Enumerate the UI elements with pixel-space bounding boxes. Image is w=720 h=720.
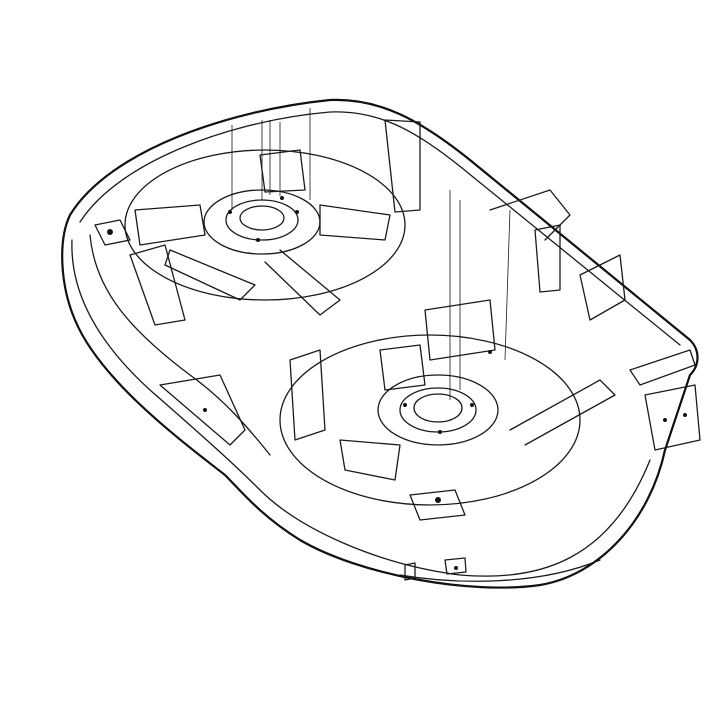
- discharge-chute-and-brackets: [384, 119, 701, 451]
- left-access-plate: [94, 219, 246, 446]
- left-spindle-housing: [124, 108, 406, 326]
- deck-outer-shell: [61, 98, 699, 589]
- front-bumper-edge: [399, 557, 601, 582]
- right-spindle-housing: [279, 190, 581, 521]
